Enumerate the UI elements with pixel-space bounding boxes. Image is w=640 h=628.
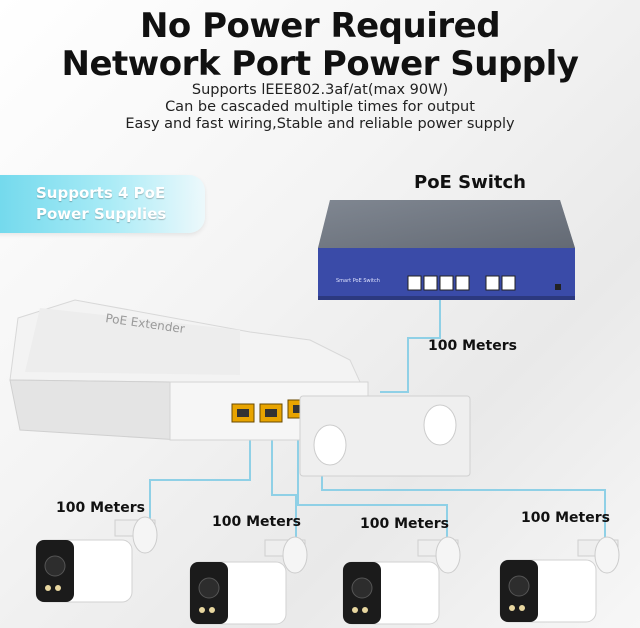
subtitle-line-2: Can be cascaded multiple times for outpu…: [165, 99, 475, 115]
switch-ports: [407, 275, 516, 291]
extender-side: [9, 379, 181, 441]
badge-line-1: Supports 4 PoE: [36, 184, 166, 202]
poe-switch: [318, 200, 575, 300]
poe-extender: [9, 299, 471, 477]
uplink-distance-label: 100 Meters: [428, 338, 517, 354]
badge-line-2: Power Supplies: [36, 205, 167, 223]
switch-power-led: [555, 284, 561, 290]
camera4-distance-label: 100 Meters: [521, 510, 610, 526]
uplink-cable: [380, 295, 441, 393]
cables: [149, 295, 606, 540]
subtitle-line-1: Supports lEEE802.3af/at(max 90W): [191, 82, 449, 98]
camera-1: [35, 516, 158, 603]
camera-4: [499, 536, 620, 623]
switch-printed-label: Smart PoE Switch: [336, 278, 380, 284]
camera1-cable: [149, 420, 251, 520]
subtitle-line-3: Easy and fast wiring,Stable and reliable…: [125, 116, 515, 132]
camera3-distance-label: 100 Meters: [360, 516, 449, 532]
poe-switch-label: PoE Switch: [414, 172, 526, 193]
camera2-distance-label: 100 Meters: [212, 514, 301, 530]
switch-front: [318, 248, 575, 300]
headline-line-1: No Power Required: [139, 6, 501, 46]
camera3-cable: [297, 420, 448, 540]
camera2-cable: [271, 420, 297, 540]
camera1-distance-label: 100 Meters: [56, 500, 145, 516]
camera-2: [189, 536, 308, 625]
camera-3: [342, 536, 461, 625]
poe-supplies-badge: Supports 4 PoE Power Supplies: [0, 175, 205, 233]
headline-line-2: Network Port Power Supply: [61, 44, 579, 84]
